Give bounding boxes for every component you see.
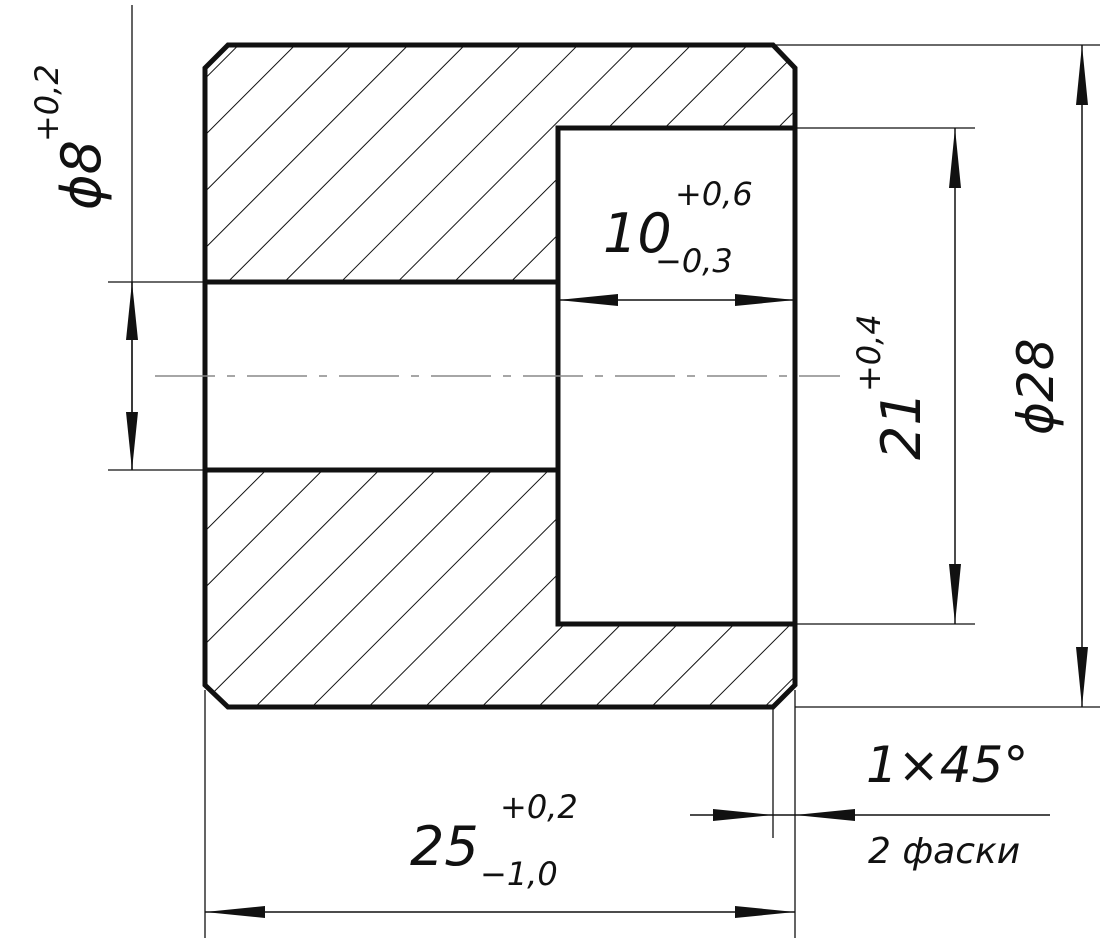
arrowhead — [126, 282, 138, 340]
chamfer-note: 2 фаски — [868, 831, 1020, 872]
arrowhead — [735, 294, 795, 306]
upper-hatch-area — [205, 45, 795, 282]
length-tol-upper: +0,2 — [500, 788, 578, 826]
arrowhead — [126, 412, 138, 470]
dimension-labels: ϕ8 +0,2 10 +0,6 −0,3 21 +0,4 ϕ28 25 +0,2… — [28, 64, 1065, 893]
arrowheads — [126, 45, 1088, 918]
outer-diameter-label: ϕ28 — [1007, 338, 1065, 435]
arrowhead — [735, 906, 795, 918]
hole-diameter-label: ϕ8 — [50, 140, 113, 210]
bore-diameter-label: 21 — [870, 391, 933, 460]
bore-depth-tol-upper: +0,6 — [675, 175, 753, 213]
length-label: 25 — [410, 815, 479, 878]
arrowhead — [1076, 647, 1088, 707]
extension-lines — [108, 5, 1100, 938]
arrowhead — [713, 809, 773, 821]
arrowhead — [205, 906, 265, 918]
hole-diameter-tolerance: +0,2 — [28, 64, 66, 142]
bore-depth-tol-lower: −0,3 — [655, 242, 733, 280]
bore-diameter-tolerance: +0,4 — [850, 314, 888, 392]
arrowhead — [949, 128, 961, 188]
bore-depth-label: 10 — [603, 202, 672, 265]
arrowhead — [949, 564, 961, 624]
length-tol-lower: −1,0 — [480, 855, 558, 893]
arrowhead — [795, 809, 855, 821]
lower-hatch-area — [205, 470, 795, 707]
chamfer-label: 1×45° — [866, 736, 1028, 794]
section-hatching — [205, 45, 795, 707]
arrowhead — [1076, 45, 1088, 105]
arrowhead — [558, 294, 618, 306]
